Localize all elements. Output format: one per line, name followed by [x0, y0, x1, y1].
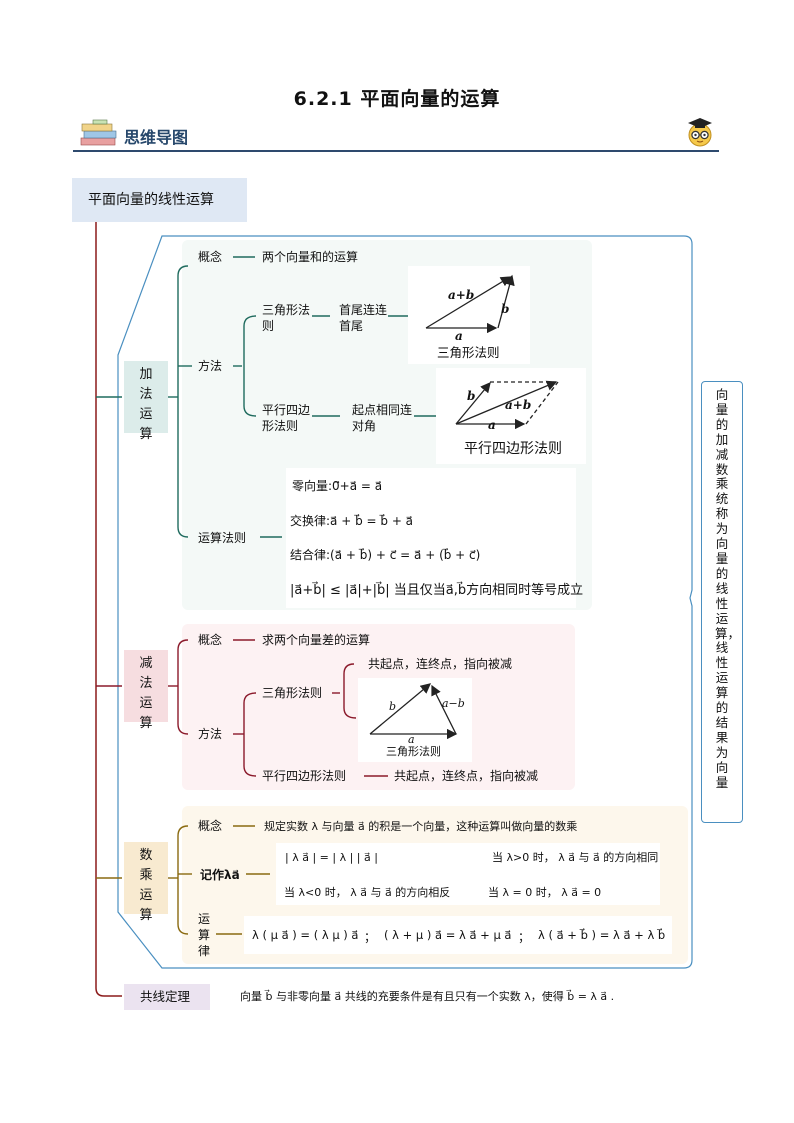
sub-triangle-figure-card — [358, 678, 472, 762]
sub-concept-label: 概念 — [198, 633, 223, 647]
add-par-caption: 平行四边形法则 — [464, 441, 562, 457]
add-laws-label: 运算法则 — [198, 531, 247, 545]
scalar-label: 数乘运算 — [124, 846, 168, 926]
addition-label-box: 加法运算 — [124, 361, 168, 442]
add-tri-sum-label: a+b — [448, 288, 475, 302]
scholar-emoji-icon — [684, 116, 716, 148]
add-tri-a-label: a — [455, 329, 463, 343]
add-par-a-label: a — [488, 418, 496, 432]
scalar-laws-label: 运算律 — [198, 911, 212, 959]
scalar-laws-card — [244, 916, 672, 954]
summary-box: 向量的加减数乘统称为向量的线性运算，线性运算的结果为向量 — [701, 381, 743, 823]
subtraction-label: 减法运算 — [124, 654, 168, 734]
collinear-label: 共线定理 — [140, 989, 191, 1004]
summary-text: 向量的加减数乘统称为向量的线性运算，线性运算的结果为向量 — [702, 387, 742, 790]
header-divider — [73, 150, 719, 152]
add-law-triangle-inequality: |a⃗+b⃗| ≤ |a⃗|+|b⃗| 当且仅当a⃗,b⃗方向相同时等号成立 — [290, 583, 584, 598]
scalar-law-sep-2: ； — [518, 930, 531, 944]
page-title: 6.2.1 平面向量的运算 — [293, 88, 501, 110]
scalar-notation-label: 记作λa⃗ — [200, 868, 240, 882]
scalar-label-box: 数乘运算 — [124, 842, 168, 923]
scalar-law-distributive-2: λ ( a⃗ + b⃗ ) = λ a⃗ + λ b⃗ — [538, 928, 666, 942]
add-law-zero: 零向量:0⃗+a⃗ = a⃗ — [292, 479, 383, 493]
sub-parallelogram-rule-label: 平行四边形法则 — [262, 769, 347, 783]
scalar-notation-negative: 当 λ<0 时， λ a⃗ 与 a⃗ 的方向相反 — [284, 886, 451, 899]
sub-tri-b-label: b — [389, 700, 397, 713]
add-triangle-rule-desc: 首尾连连首尾 — [339, 302, 387, 334]
sub-concept-text: 求两个向量差的运算 — [262, 633, 371, 647]
add-parallelogram-figure-card — [436, 368, 586, 464]
subtraction-label-box: 减法运算 — [124, 650, 168, 731]
add-par-sum-label: a+b — [505, 398, 532, 412]
add-parallelogram-rule-label: 平行四边形法则 — [262, 402, 320, 434]
scalar-law-sep-1: ； — [364, 930, 377, 944]
scalar-label-text: 数乘运算 — [139, 848, 153, 923]
add-concept-text: 两个向量和的运算 — [262, 250, 359, 264]
root-topic-label: 平面向量的线性运算 — [88, 192, 214, 208]
book-stack-icon — [79, 119, 121, 147]
sub-parallelogram-rule-desc: 共起点，连终点，指向被减 — [394, 769, 539, 783]
subtraction-label-text: 减法运算 — [139, 656, 153, 731]
scalar-law-distributive-1: ( λ + μ ) a⃗ = λ a⃗ + μ a⃗ — [384, 928, 512, 942]
add-parallelogram-rule-desc: 起点相同连对角 — [352, 402, 412, 434]
add-law-commutative: 交换律:a⃗ + b⃗ = b⃗ + a⃗ — [290, 514, 414, 528]
add-tri-caption: 三角形法则 — [437, 345, 500, 360]
add-tri-b-label: b — [501, 302, 510, 316]
addition-label: 加法运算 — [124, 365, 168, 445]
scalar-notation-magnitude: | λ a⃗ | = | λ | | a⃗ | — [285, 851, 378, 864]
root-topic-box: 平面向量的线性运算 — [72, 178, 247, 222]
scalar-law-associative: λ ( μ a⃗ ) = ( λ μ ) a⃗ — [252, 928, 359, 942]
sub-tri-diff-label: a−b — [442, 697, 465, 710]
banner-label: 思维导图 — [124, 128, 189, 147]
sub-tri-a-label: a — [408, 733, 415, 746]
scalar-notation-zero: 当 λ = 0 时， λ a⃗ = 0 — [488, 886, 602, 899]
scalar-laws-label-text: 运算律 — [198, 912, 211, 958]
scalar-notation-positive: 当 λ>0 时， λ a⃗ 与 a⃗ 的方向相同 — [492, 851, 659, 864]
summary-text-content: 向量的加减数乘统称为向量的线性运算，线性运算的结果为向量 — [715, 387, 741, 790]
add-triangle-rule-label-text: 三角形法则 — [262, 303, 311, 333]
add-triangle-rule-desc-text: 首尾连连首尾 — [339, 303, 388, 333]
sub-tri-caption: 三角形法则 — [386, 745, 441, 758]
scalar-concept-text: 规定实数 λ 与向量 a⃗ 的积是一个向量，这种运算叫做向量的数乘 — [264, 820, 578, 833]
addition-label-text: 加法运算 — [139, 367, 153, 442]
add-concept-label: 概念 — [198, 250, 223, 264]
add-parallelogram-rule-desc-text: 起点相同连对角 — [352, 403, 413, 433]
scalar-concept-label: 概念 — [198, 819, 223, 833]
sub-triangle-rule-label: 三角形法则 — [262, 686, 323, 700]
scalar-notation-card — [276, 843, 660, 905]
add-method-label: 方法 — [198, 359, 223, 373]
add-law-associative: 结合律:(a⃗ + b⃗) + c⃗ = a⃗ + (b⃗ + c⃗) — [290, 548, 481, 562]
add-triangle-rule-label: 三角形法则 — [262, 302, 310, 334]
sub-triangle-rule-desc: 共起点，连终点，指向被减 — [368, 657, 513, 671]
sub-method-label: 方法 — [198, 727, 223, 741]
add-par-b-label: b — [467, 389, 476, 403]
collinear-label-box: 共线定理 — [124, 984, 210, 1010]
add-parallelogram-rule-label-text: 平行四边形法则 — [262, 403, 311, 433]
collinear-theorem-text: 向量 b⃗ 与非零向量 a⃗ 共线的充要条件是有且只有一个实数 λ，使得 b⃗ … — [240, 990, 615, 1003]
add-laws-card — [286, 468, 576, 608]
